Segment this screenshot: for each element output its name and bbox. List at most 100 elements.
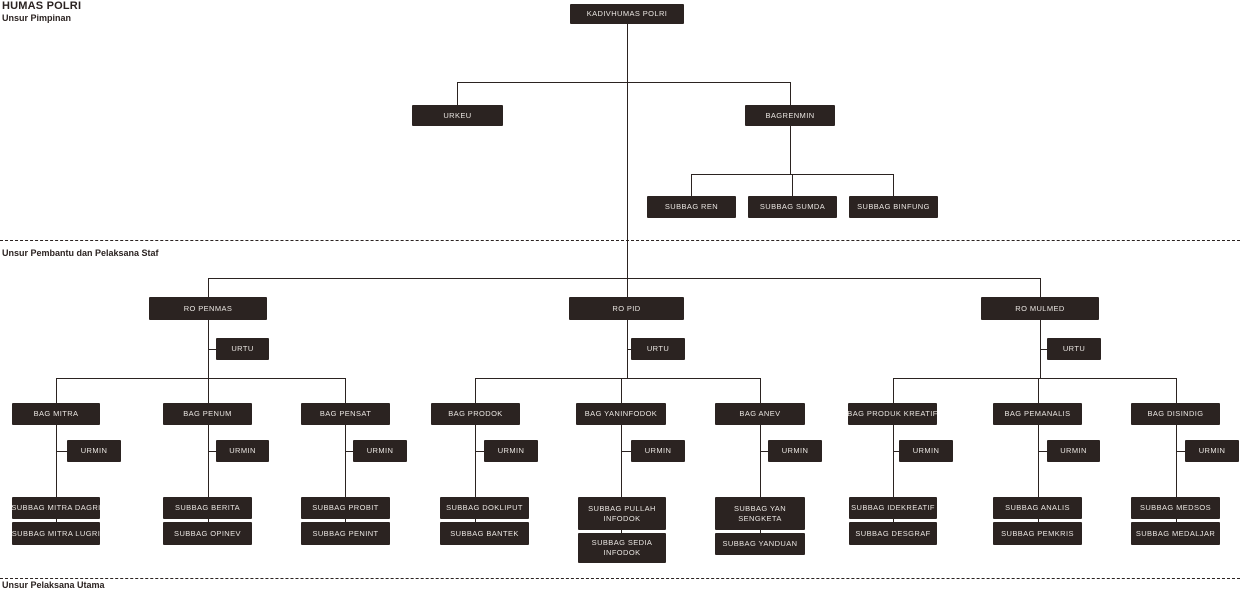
section-divider-bottom	[0, 578, 1240, 579]
org-node-urtu-ro-pid: URTU	[631, 338, 685, 360]
connector-yaninfodok-urmin-stub	[621, 451, 631, 452]
connector-penum-urmin-stub	[208, 451, 216, 452]
connector-ro-branch	[208, 278, 1041, 279]
org-node-subbag-pemkris: SUBBAG PEMKRIS	[993, 522, 1082, 545]
org-node-subbag-mitra-dagri: SUBBAG MITRA DAGRI	[11, 497, 100, 519]
section-divider-middle	[0, 240, 1240, 241]
connector-bagrenmin-drop	[790, 82, 791, 105]
connector-mitra-subbag-trunk	[56, 425, 57, 522]
connector-prodok-subbag-trunk	[475, 425, 476, 522]
connector-penum-subbag-trunk	[208, 425, 209, 522]
connector-bag-prodok-drop	[475, 378, 476, 403]
org-node-subbag-mitra-lugri: SUBBAG MITRA LUGRI	[12, 522, 100, 545]
org-node-ro-penmas: RO PENMAS	[149, 297, 267, 320]
org-node-urmin-bag-produk-kreatif: URMIN	[899, 440, 953, 462]
connector-anev-urmin-stub	[760, 451, 768, 452]
connector-bag-produk-kreatif-drop	[893, 378, 894, 403]
connector-ro-mulmed-drop	[1040, 278, 1041, 297]
org-node-bag-pemanalis: BAG PEMANALIS	[993, 403, 1082, 425]
connector-bag-pensat-drop	[345, 378, 346, 403]
org-node-bag-anev: BAG ANEV	[715, 403, 805, 425]
org-node-subbag-sumda: SUBBAG SUMDA	[748, 196, 837, 218]
page-title: HUMAS POLRI	[2, 0, 82, 12]
connector-kadiv-down	[627, 24, 628, 82]
org-node-subbag-medsos: SUBBAG MEDSOS	[1131, 497, 1220, 519]
org-node-urmin-bag-pensat: URMIN	[353, 440, 407, 462]
org-node-bagrenmin: BAGRENMIN	[745, 105, 835, 126]
org-node-subbag-medaljar: SUBBAG MEDALJAR	[1131, 522, 1220, 545]
connector-mulmed-bag-branch	[893, 378, 1176, 379]
connector-pensat-subbag-trunk	[345, 425, 346, 522]
org-node-bag-penum: BAG PENUM	[163, 403, 252, 425]
org-node-bag-produk-kreatif: BAG PRODUK KREATIF	[847, 403, 937, 425]
org-node-urmin-bag-pemanalis: URMIN	[1047, 440, 1100, 462]
connector-disindig-subbag-trunk	[1176, 425, 1177, 522]
connector-penmas-trunk	[208, 320, 209, 403]
connector-anev-subbag-trunk	[760, 425, 761, 533]
org-node-urmin-bag-penum: URMIN	[216, 440, 269, 462]
connector-urkeu-drop	[457, 82, 458, 105]
connector-prodok-urmin-stub	[475, 451, 484, 452]
org-node-urmin-bag-yaninfodok: URMIN	[631, 440, 685, 462]
connector-pensat-urmin-stub	[345, 451, 353, 452]
connector-subbag-binfung-drop	[893, 174, 894, 196]
connector-pid-bag-branch	[475, 378, 760, 379]
org-node-ro-pid: RO PID	[569, 297, 684, 320]
org-node-subbag-ren: SUBBAG REN	[647, 196, 736, 218]
org-node-subbag-binfung: SUBBAG BINFUNG	[849, 196, 938, 218]
connector-subbag-ren-drop	[691, 174, 692, 196]
connector-produk-kreatif-urmin-stub	[893, 451, 899, 452]
connector-bag-anev-drop	[760, 378, 761, 403]
connector-ro-penmas-drop	[208, 278, 209, 297]
org-node-subbag-idekreatif: SUBBAG IDEKREATIF	[849, 497, 937, 519]
org-node-ro-mulmed: RO MULMED	[981, 297, 1099, 320]
org-node-subbag-bantek: SUBBAG BANTEK	[440, 522, 529, 545]
connector-pemanalis-urmin-stub	[1038, 451, 1047, 452]
org-node-subbag-analis: SUBBAG ANALIS	[993, 497, 1082, 519]
connector-bag-yaninfodok-drop	[621, 378, 622, 403]
org-node-bag-yaninfodok: BAG YANINFODOK	[576, 403, 666, 425]
connector-ro-pid-drop	[627, 278, 628, 297]
connector-penmas-bag-branch	[56, 378, 346, 379]
org-node-urmin-bag-anev: URMIN	[768, 440, 822, 462]
org-node-bag-pensat: BAG PENSAT	[301, 403, 390, 425]
org-node-bag-disindig: BAG DISINDIG	[1131, 403, 1220, 425]
connector-mulmed-urtu-stub	[1040, 349, 1047, 350]
org-node-urtu-ro-mulmed: URTU	[1047, 338, 1101, 360]
org-node-urkeu: URKEU	[412, 105, 503, 126]
connector-bag-disindig-drop	[1176, 378, 1177, 403]
org-node-subbag-dokliput: SUBBAG DOKLIPUT	[440, 497, 529, 519]
section-label-unsur-pimpinan: Unsur Pimpinan	[2, 13, 72, 23]
connector-bag-mitra-drop	[56, 378, 57, 403]
connector-pid-urtu-stub	[627, 349, 631, 350]
connector-pemanalis-subbag-trunk	[1038, 425, 1039, 522]
org-node-subbag-opinev: SUBBAG OPINEV	[163, 522, 252, 545]
connector-penmas-urtu-stub	[208, 349, 216, 350]
connector-bagrenmin-down	[790, 126, 791, 174]
connector-produk-kreatif-subbag-trunk	[893, 425, 894, 522]
org-node-kadivhumas-polri: KADIVHUMAS POLRI	[570, 4, 684, 24]
section-label-pelaksana-utama: Unsur Pelaksana Utama	[2, 580, 105, 590]
org-node-bag-prodok: BAG PRODOK	[431, 403, 520, 425]
org-node-urmin-bag-disindig: URMIN	[1185, 440, 1239, 462]
connector-bag-pemanalis-drop	[1038, 378, 1039, 403]
org-node-subbag-probit: SUBBAG PROBIT	[301, 497, 390, 519]
connector-yaninfodok-subbag-trunk	[621, 425, 622, 533]
org-node-subbag-desgraf: SUBBAG DESGRAF	[849, 522, 937, 545]
connector-disindig-urmin-stub	[1176, 451, 1185, 452]
org-node-subbag-penint: SUBBAG PENINT	[301, 522, 390, 545]
org-node-subbag-yanduan: SUBBAG YANDUAN	[715, 533, 805, 555]
org-node-bag-mitra: BAG MITRA	[12, 403, 100, 425]
connector-subbag-sumda-drop	[792, 174, 793, 196]
org-node-subbag-berita: SUBBAG BERITA	[163, 497, 252, 519]
section-label-pembantu-pelaksana-staf: Unsur Pembantu dan Pelaksana Staf	[2, 248, 159, 258]
org-node-urtu-ro-penmas: URTU	[216, 338, 269, 360]
connector-main-trunk	[627, 82, 628, 278]
org-node-urmin-bag-prodok: URMIN	[484, 440, 538, 462]
connector-mitra-urmin-stub	[56, 451, 67, 452]
connector-top-branch	[457, 82, 791, 83]
